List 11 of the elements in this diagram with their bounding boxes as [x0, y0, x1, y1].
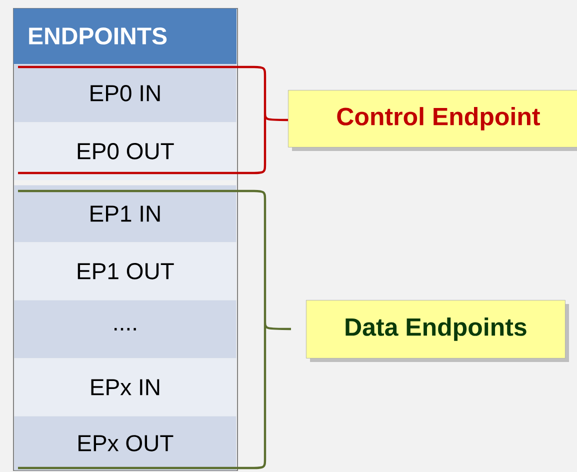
table-cell: EPx IN	[14, 358, 236, 416]
callout-box: Control Endpoint	[288, 90, 577, 151]
callout-box: Data Endpoints	[306, 300, 569, 362]
table-column	[13, 8, 238, 471]
table-cell: EPx OUT	[14, 416, 236, 470]
table-cell: EP1 OUT	[14, 242, 236, 300]
table-cell: EP0 IN	[14, 64, 236, 122]
table-cell: EP0 OUT	[14, 122, 236, 180]
table-cell: EP1 IN	[14, 185, 236, 242]
table-header: ENDPOINTS	[14, 8, 236, 64]
table-cell: ....	[14, 300, 236, 358]
